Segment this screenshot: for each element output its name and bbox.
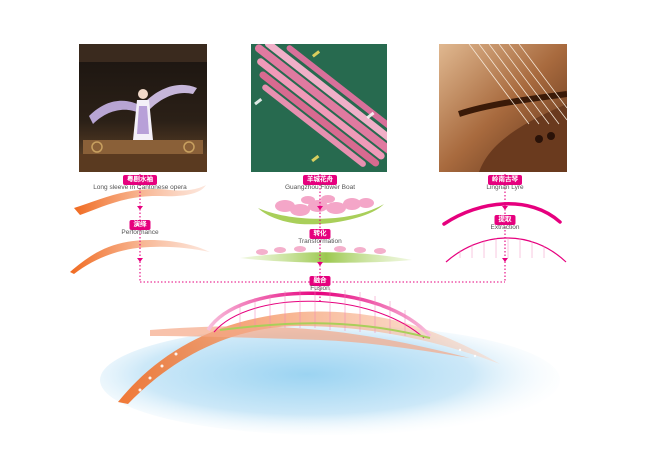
source-tag-boat: 羊城花舟: [303, 175, 337, 185]
result-tag-fusion: 融合: [309, 276, 331, 286]
process-caption-transformation: Transformation: [298, 238, 342, 245]
flower-boat-icon: [251, 44, 387, 172]
bridge-icon: [118, 289, 500, 404]
source-caption-opera: Long sleeve in Cantonese opera: [93, 184, 187, 191]
process-tag-transformation: 转化: [309, 229, 331, 239]
process-tag-performance: 演绎: [129, 220, 151, 230]
process-caption-performance: Performance: [121, 229, 159, 236]
lyre-icon: [439, 44, 567, 172]
sleeve-ribbon-upper: [74, 185, 206, 215]
source-tag-opera: 粤剧水袖: [123, 175, 157, 185]
source-caption-boat: Guangzhou Flower Boat: [284, 184, 356, 191]
opera-dancer-photo: [79, 44, 207, 172]
source-caption-lyre: Lingnan Lyre: [486, 184, 524, 191]
process-caption-extraction: Extraction: [490, 224, 520, 231]
opera-dancer-icon: [79, 44, 207, 172]
sleeve-ribbon-lower: [70, 240, 210, 274]
flower-boat-shape-lower: [240, 246, 412, 263]
lyre-arc-upper: [442, 202, 562, 226]
source-tag-lyre: 岭南古琴: [488, 175, 522, 185]
lyre-photo: [439, 44, 567, 172]
process-tag-extraction: 提取: [494, 215, 516, 225]
arrow-icons: [137, 206, 508, 266]
flower-boat-shape-upper: [258, 195, 384, 225]
result-caption-fusion: Fusion: [310, 285, 330, 292]
water-surface: [100, 325, 560, 435]
flower-boat-photo: [251, 44, 387, 172]
